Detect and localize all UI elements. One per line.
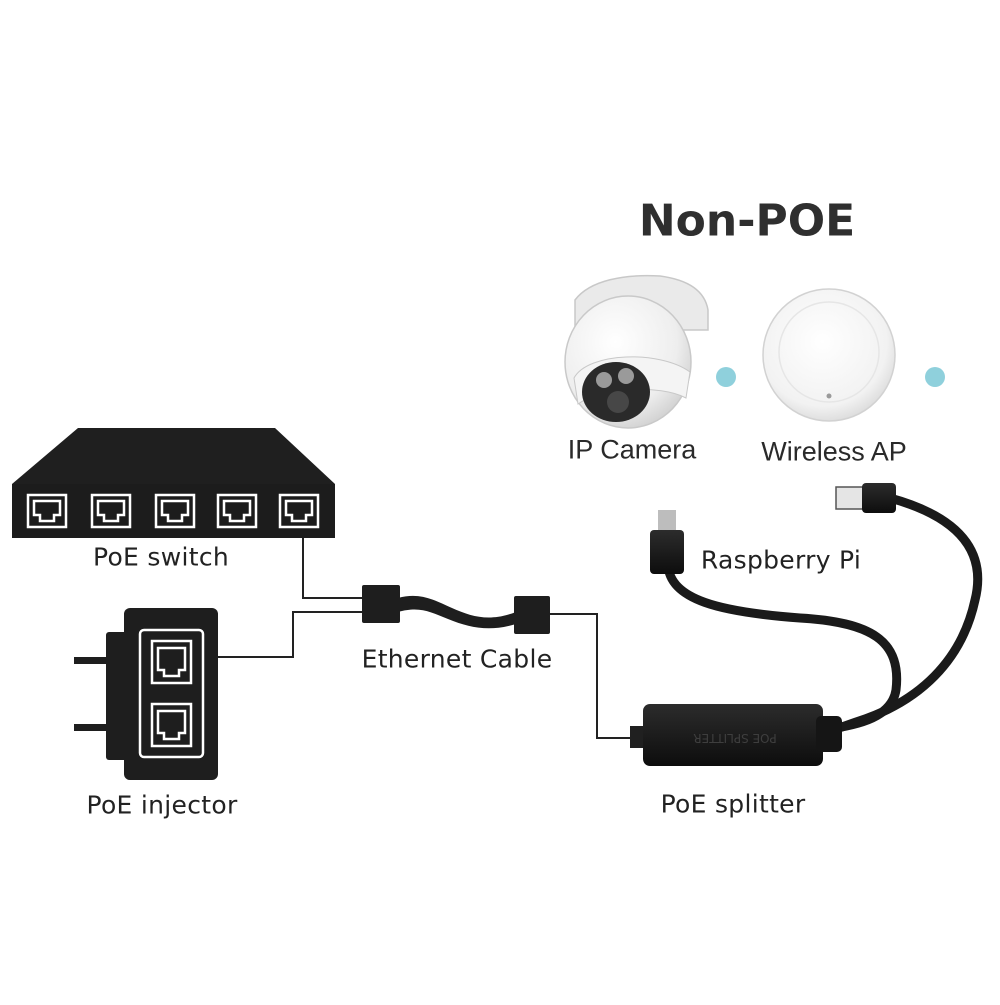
injector-to-cable-line bbox=[218, 611, 365, 658]
injector-prong bbox=[74, 657, 124, 664]
ip-camera-label: IP Camera bbox=[567, 434, 697, 465]
injector-port-lower bbox=[150, 702, 193, 748]
poe-injector-label: PoE injector bbox=[86, 790, 238, 820]
injector-body bbox=[124, 608, 218, 780]
ethernet-cable-label: Ethernet Cable bbox=[361, 644, 553, 674]
rj45-boot bbox=[862, 483, 896, 513]
camera-lens bbox=[607, 391, 629, 413]
cable-right-plug bbox=[514, 596, 550, 634]
switch-to-cable-line bbox=[302, 530, 365, 599]
wireless-ap-label: Wireless AP bbox=[761, 436, 907, 467]
injector-port-frame bbox=[138, 628, 205, 759]
switch-port bbox=[216, 493, 258, 529]
injector-back-plate bbox=[106, 632, 128, 760]
splitter-print: POE SPLITTER bbox=[693, 731, 777, 745]
rj45-plug bbox=[835, 486, 865, 510]
cable-body bbox=[398, 595, 516, 629]
raspberry-pi-label: Raspberry Pi bbox=[700, 545, 862, 575]
splitter-cables bbox=[663, 493, 983, 739]
ap-dot bbox=[925, 367, 945, 387]
dc-plug-tip bbox=[658, 510, 676, 534]
ap-inner-ring bbox=[778, 301, 880, 403]
ethernet-cable bbox=[362, 585, 550, 634]
rj45-connector bbox=[835, 483, 896, 513]
splitter-body bbox=[643, 704, 823, 766]
poe-switch bbox=[12, 428, 335, 538]
wireless-ap bbox=[762, 288, 945, 422]
switch-ports bbox=[26, 493, 320, 529]
camera-ir-led bbox=[596, 372, 612, 388]
ap-outer-disc bbox=[762, 288, 896, 422]
non-poe-heading: Non-POE bbox=[638, 195, 856, 247]
switch-port bbox=[26, 493, 68, 529]
camera-dot bbox=[716, 367, 736, 387]
splitter-right-grommet bbox=[816, 716, 842, 752]
switch-port bbox=[154, 493, 196, 529]
connection-lines bbox=[218, 530, 643, 739]
injector-prong bbox=[74, 724, 124, 731]
ap-status-led bbox=[826, 393, 832, 399]
poe-splitter: POE SPLITTER bbox=[630, 704, 842, 766]
injector-port-upper bbox=[150, 639, 193, 685]
poe-injector bbox=[74, 608, 218, 780]
cable-left-plug bbox=[362, 585, 400, 623]
poe-switch-label: PoE switch bbox=[92, 542, 230, 572]
camera-ir-led bbox=[618, 368, 634, 384]
switch-port bbox=[278, 493, 320, 529]
poe-splitter-label: PoE splitter bbox=[660, 789, 806, 819]
switch-top-face bbox=[12, 428, 335, 484]
dc-plug-body bbox=[650, 530, 684, 574]
ip-camera bbox=[564, 274, 736, 429]
switch-port bbox=[90, 493, 132, 529]
ethernet-out-cable bbox=[817, 493, 983, 739]
dc-barrel-plug bbox=[650, 510, 684, 574]
cable-to-splitter-line bbox=[548, 613, 643, 739]
